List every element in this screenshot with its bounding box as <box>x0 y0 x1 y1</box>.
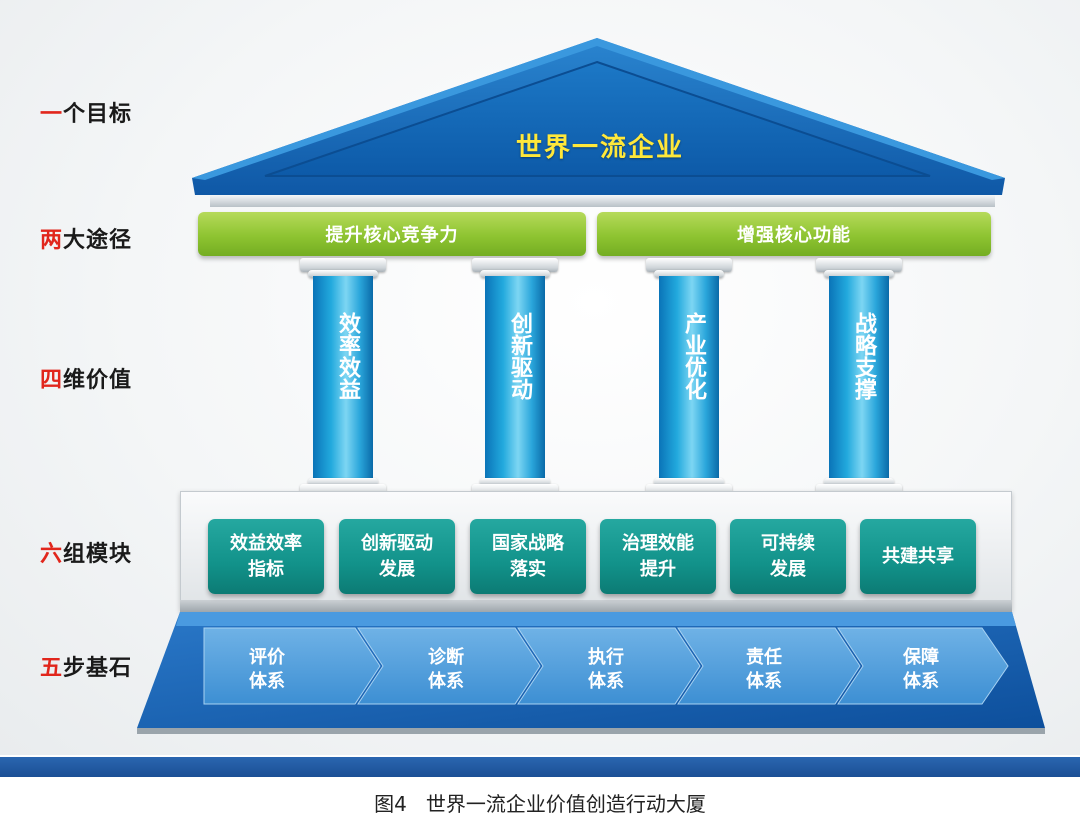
row-label-foundation: 五步基石 <box>40 656 133 681</box>
diagram-stage: 一个目标 两大途径 四维价值 六组模块 五步基石 世界一流企业 提升核心竞争力 … <box>0 0 1080 755</box>
step-guarantee: 保障体系 <box>903 647 939 692</box>
column-label: 创新驱动 <box>507 312 532 400</box>
roof-title: 世界一流企业 <box>515 133 684 163</box>
column-label: 效率效益 <box>335 312 360 400</box>
divider-band <box>0 757 1080 777</box>
step-evaluation: 评价体系 <box>249 647 285 692</box>
column-strategy: 战略支撑 <box>816 258 902 500</box>
module-shared-building: 共建共享 <box>860 519 976 594</box>
beam-competitiveness: 提升核心竞争力 <box>198 212 586 256</box>
row-label-values: 四维价值 <box>40 368 133 393</box>
module-efficiency-indicators: 效益效率指标 <box>208 519 324 594</box>
platform-edge <box>180 600 1012 612</box>
module-innovation-development: 创新驱动发展 <box>339 519 455 594</box>
module-sustainable: 可持续发展 <box>730 519 846 594</box>
foundation-base <box>137 612 1045 734</box>
figure-caption: 图4 世界一流企业价值创造行动大厦 <box>374 792 706 816</box>
column-label: 战略支撑 <box>851 312 876 400</box>
row-label-goal: 一个目标 <box>40 102 133 127</box>
module-national-strategy: 国家战略落实 <box>470 519 586 594</box>
column-efficiency: 效率效益 <box>300 258 386 500</box>
roof-pediment <box>192 38 1005 207</box>
step-execution: 执行体系 <box>588 647 624 692</box>
column-innovation: 创新驱动 <box>472 258 558 500</box>
row-label-paths: 两大途径 <box>40 228 133 253</box>
row-label-modules: 六组模块 <box>40 542 133 567</box>
column-label: 产业优化 <box>681 312 706 400</box>
column-industry: 产业优化 <box>646 258 732 500</box>
module-governance: 治理效能提升 <box>600 519 716 594</box>
step-diagnosis: 诊断体系 <box>428 647 464 692</box>
step-responsibility: 责任体系 <box>746 647 782 692</box>
beam-core-functions: 增强核心功能 <box>597 212 991 256</box>
